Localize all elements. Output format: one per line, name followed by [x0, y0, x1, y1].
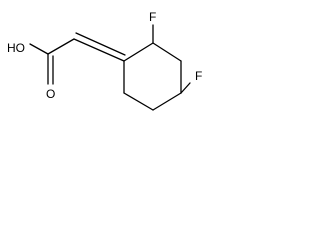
chemical-structure-diagram: HO O F F: [7, 10, 202, 111]
bond-c2-c3-double-b: [75, 32, 126, 56]
bond-c2-c3-double-a: [73, 38, 125, 62]
bond-lines: [29, 24, 191, 111]
atom-labels: HO O F F: [7, 10, 202, 101]
fluorine-lower-label: F: [195, 69, 202, 83]
bond-oh-c1: [29, 43, 49, 55]
hydroxyl-label: HO: [7, 41, 25, 55]
bond-ring-c3-c4: [123, 42, 154, 62]
fluorine-upper-label: F: [149, 10, 156, 24]
bond-c6-f-lower: [180, 82, 191, 94]
bond-ring-c6-c7: [152, 92, 182, 111]
bond-c1-c2: [47, 38, 75, 55]
carbonyl-oxygen-label: O: [46, 87, 55, 101]
bond-ring-c7-c8: [123, 92, 154, 111]
bond-ring-c4-c5: [152, 42, 182, 62]
